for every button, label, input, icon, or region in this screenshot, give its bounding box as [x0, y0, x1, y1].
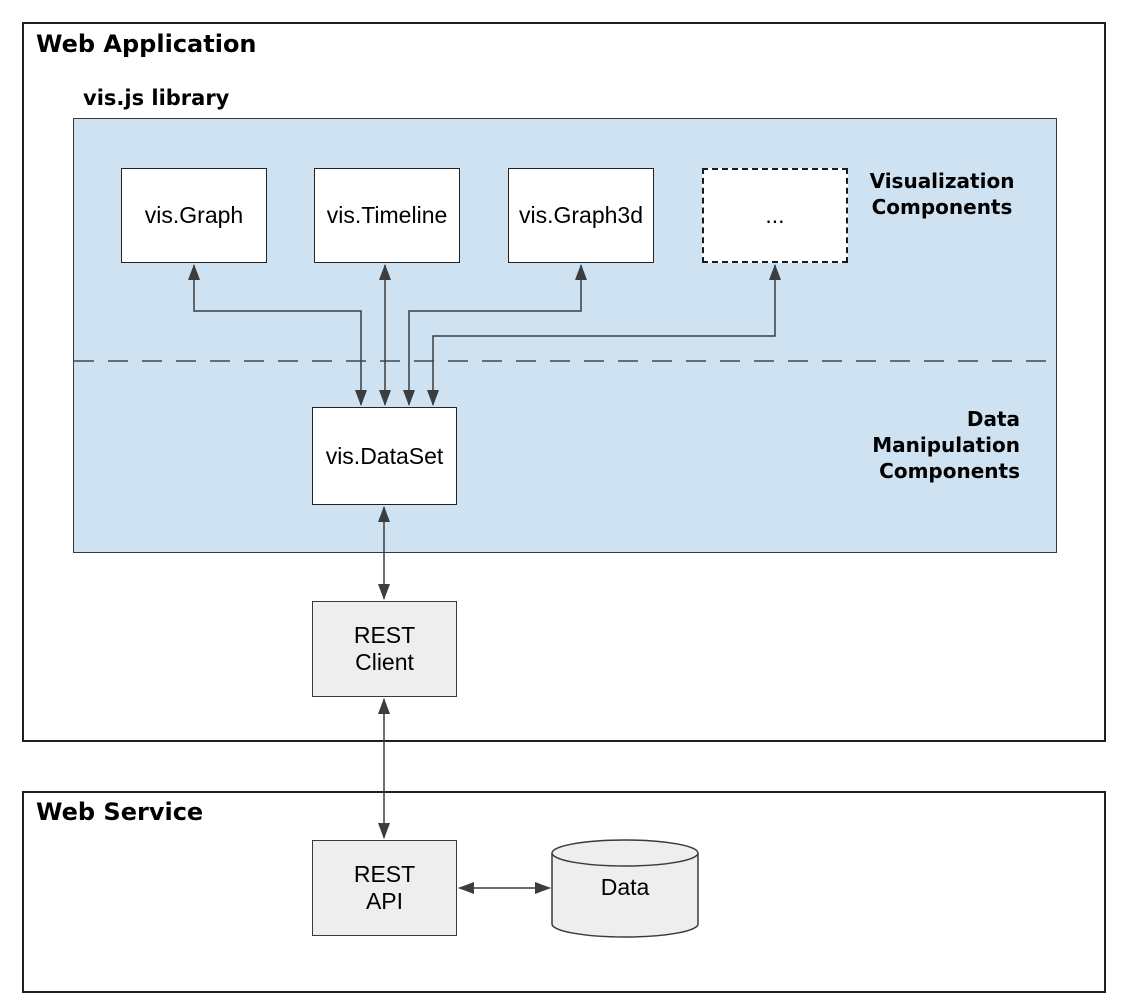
data-manipulation-components-label: Data Manipulation Components: [872, 407, 1020, 483]
data-cylinder-label: Data: [600, 874, 650, 900]
visualization-components-label: Visualization Components: [869, 169, 1015, 219]
dataset-label: vis.DataSet: [325, 442, 444, 469]
rest-api-label: REST API: [353, 861, 416, 914]
web-application-title: Web Application: [36, 30, 257, 58]
dataset-box: vis.DataSet: [312, 407, 457, 505]
component-box-vis-timeline: vis.Timeline: [314, 168, 460, 263]
web-service-title: Web Service: [36, 798, 204, 826]
visjs-library-label: vis.js library: [83, 86, 230, 110]
component-label: ...: [765, 202, 785, 228]
component-box-vis-graph3d: vis.Graph3d: [508, 168, 654, 263]
component-label: vis.Timeline: [326, 202, 448, 228]
rest-client-box: REST Client: [312, 601, 457, 697]
component-box-vis-graph: vis.Graph: [121, 168, 267, 263]
rest-client-label: REST Client: [353, 622, 416, 675]
component-box-placeholder: ...: [702, 168, 848, 263]
component-label: vis.Graph3d: [518, 202, 643, 228]
rest-api-box: REST API: [312, 840, 457, 936]
component-label: vis.Graph: [144, 202, 244, 228]
